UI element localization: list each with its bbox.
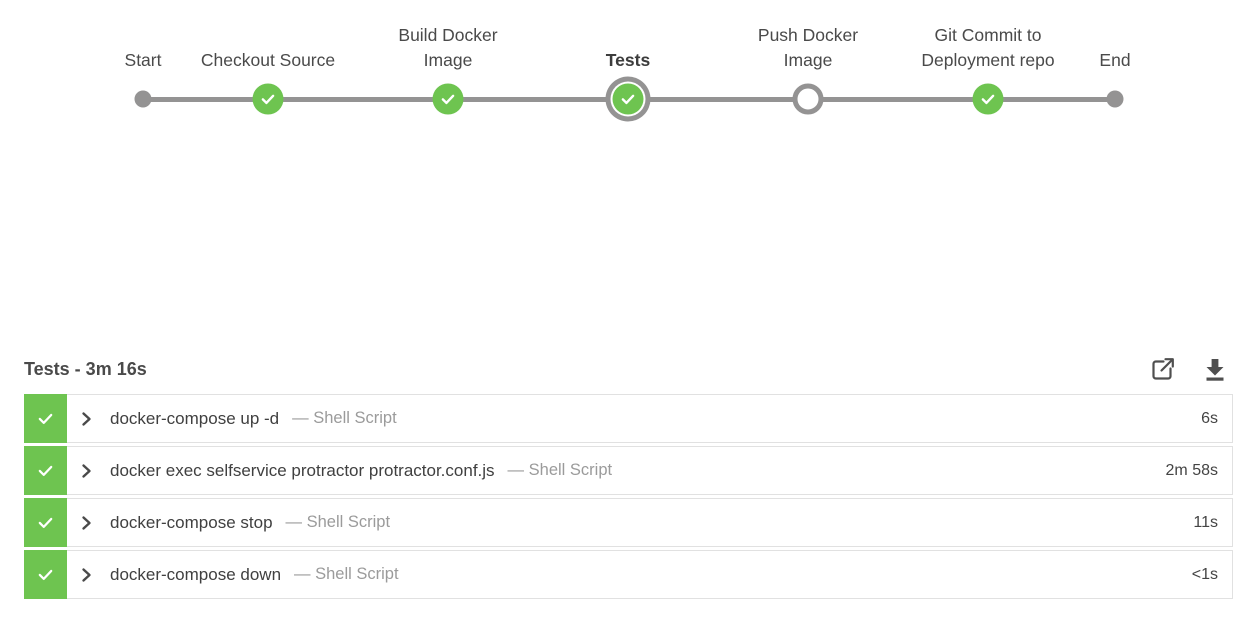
stage-log-header: Tests - 3m 16s	[24, 344, 1233, 394]
stage-status-node[interactable]	[134, 90, 152, 108]
stage-label: End	[1099, 50, 1131, 70]
step-type-label: — Shell Script	[507, 461, 613, 479]
success-check-icon	[981, 94, 995, 105]
step-row[interactable]: docker exec selfservice protractor protr…	[24, 446, 1233, 495]
step-success-indicator	[24, 446, 67, 495]
step-name: docker-compose stop	[110, 512, 273, 532]
open-in-new-window-icon[interactable]	[1149, 355, 1176, 383]
step-success-indicator	[24, 550, 67, 599]
step-name: docker exec selfservice protractor protr…	[110, 460, 495, 480]
stage-label: Build Docker Image	[398, 25, 498, 70]
stage-status-node[interactable]	[972, 83, 1004, 115]
success-check-icon	[38, 569, 53, 581]
expand-chevron-icon[interactable]	[81, 411, 92, 427]
stage-log-section: Tests - 3m 16s	[24, 344, 1233, 602]
success-check-icon	[38, 413, 53, 425]
step-success-indicator	[24, 394, 67, 443]
success-check-icon	[261, 94, 275, 105]
step-duration: 2m 58s	[1165, 461, 1218, 479]
success-check-icon	[441, 94, 455, 105]
step-success-indicator	[24, 498, 67, 547]
step-duration: <1s	[1191, 565, 1218, 583]
stage-status-node[interactable]	[432, 83, 464, 115]
expand-chevron-icon[interactable]	[81, 567, 92, 583]
step-row[interactable]: docker-compose stop — Shell Script 11s	[24, 498, 1233, 547]
expand-chevron-icon[interactable]	[81, 515, 92, 531]
step-type-label: — Shell Script	[285, 513, 391, 531]
step-name: docker-compose down	[110, 564, 282, 584]
step-duration: 11s	[1193, 513, 1218, 531]
stage-status-node[interactable]	[1106, 90, 1124, 108]
stage-status-node[interactable]	[792, 83, 824, 115]
download-log-icon[interactable]	[1203, 356, 1227, 383]
expand-chevron-icon[interactable]	[81, 463, 92, 479]
stage-log-title: Tests - 3m 16s	[24, 358, 147, 379]
step-duration: 6s	[1201, 409, 1218, 427]
step-row[interactable]: docker-compose up -d — Shell Script 6s	[24, 394, 1233, 443]
success-check-icon	[38, 465, 53, 477]
step-type-label: — Shell Script	[292, 409, 397, 427]
success-check-icon	[621, 94, 635, 105]
pipeline-graph: Start Checkout Source Build Docker Image…	[0, 0, 1253, 150]
step-row[interactable]: docker-compose down — Shell Script <1s	[24, 550, 1233, 599]
stage-status-node[interactable]	[252, 83, 284, 115]
stage-label: Start	[124, 50, 162, 70]
step-type-label: — Shell Script	[294, 565, 399, 583]
log-actions	[1149, 355, 1233, 383]
stage-label: Checkout Source	[200, 50, 336, 70]
stage-label: Push Docker Image	[757, 25, 859, 70]
stage-label: Git Commit to Deployment repo	[921, 25, 1055, 70]
stage-status-node[interactable]	[612, 83, 644, 115]
stage-label: Tests	[605, 50, 651, 70]
success-check-icon	[38, 517, 53, 529]
step-name: docker-compose up -d	[110, 408, 280, 428]
